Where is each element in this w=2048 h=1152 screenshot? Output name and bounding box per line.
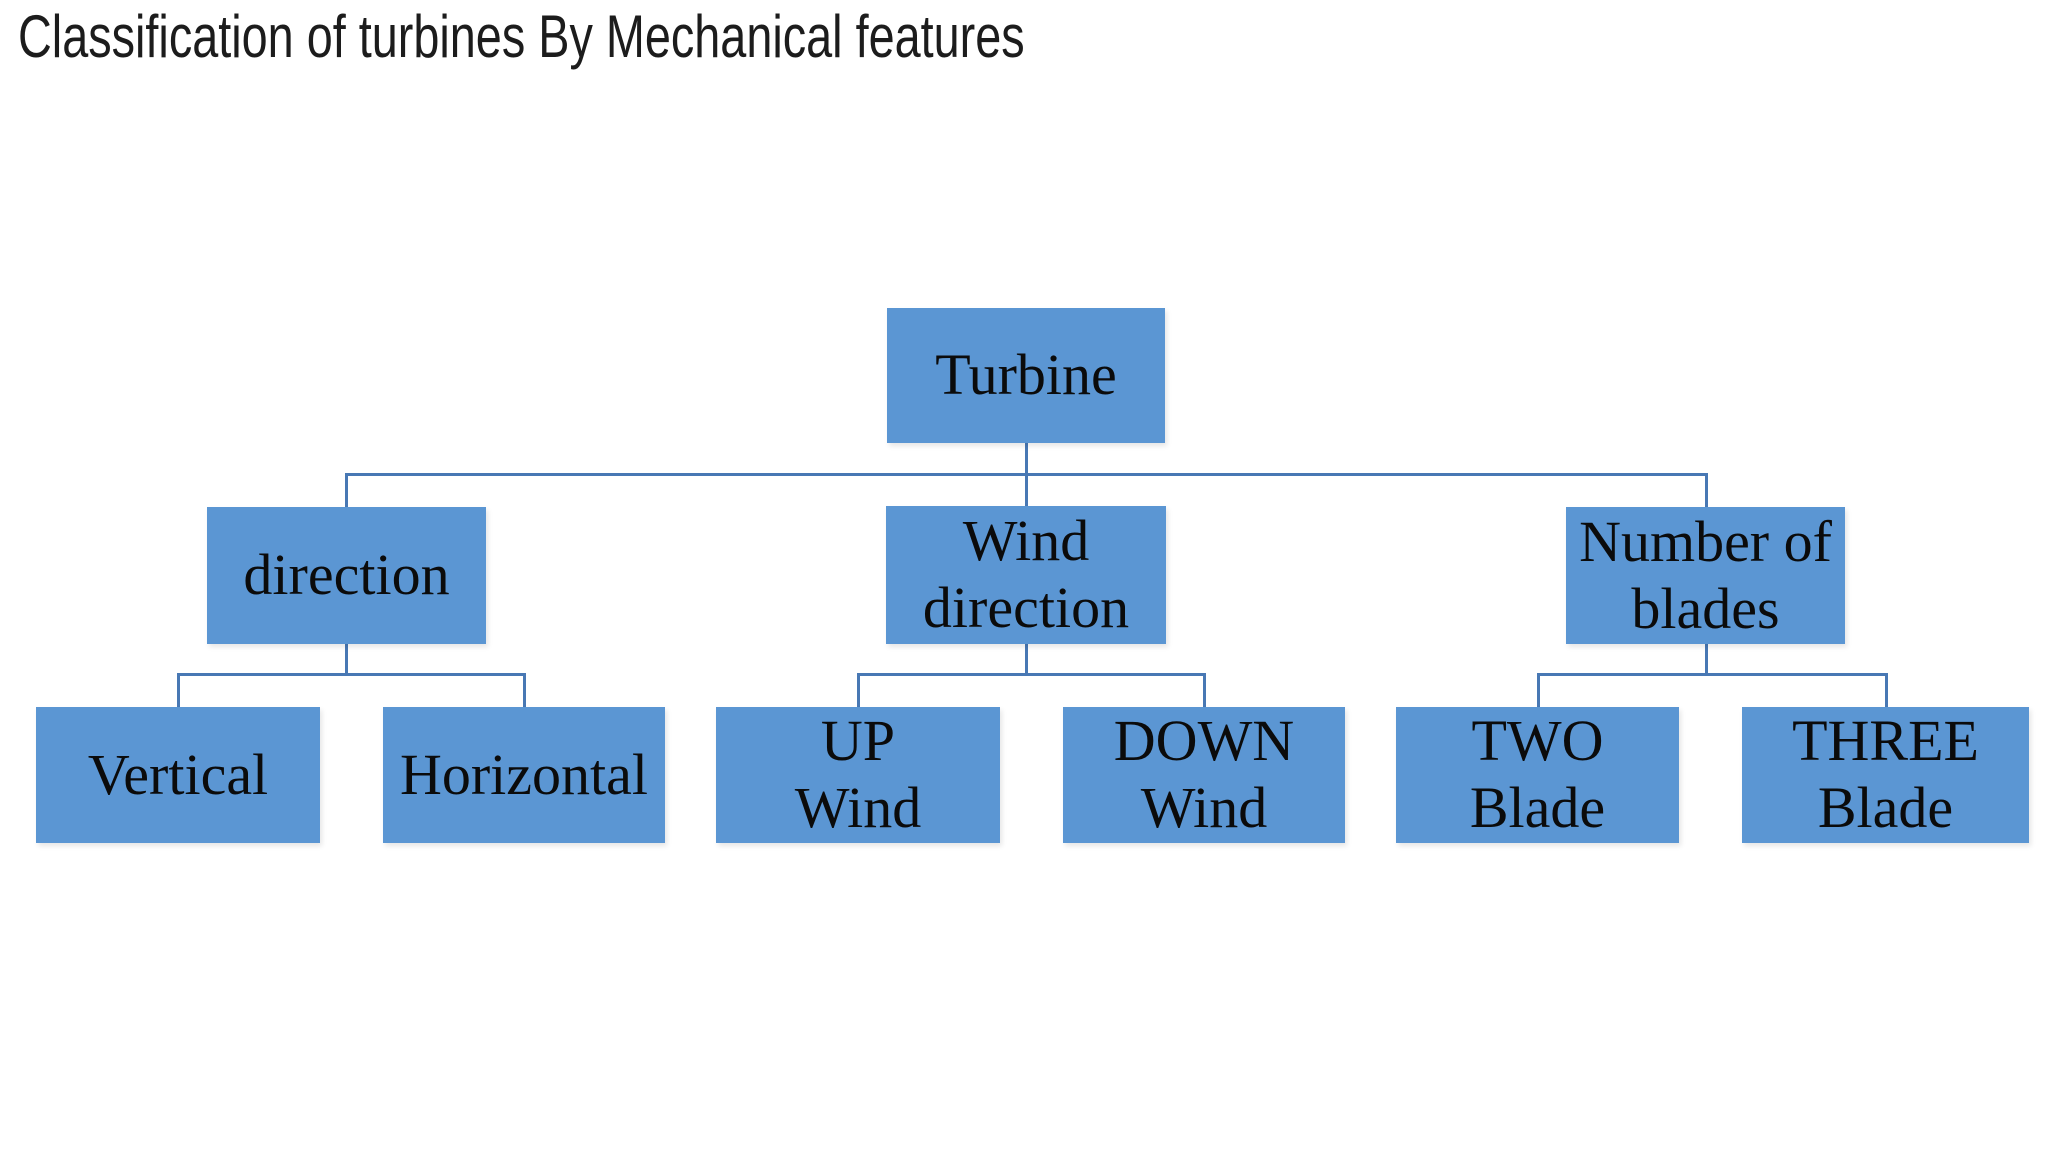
connector-turbine-stem xyxy=(1025,441,1028,475)
node-three-blade: THREE Blade xyxy=(1742,707,2029,843)
page-title: Classification of turbines By Mechanical… xyxy=(18,3,1025,70)
connector-drop-wind-direction xyxy=(1025,473,1028,508)
connector-drop-horizontal xyxy=(523,673,526,709)
node-down-wind: DOWN Wind xyxy=(1063,707,1345,843)
connector-drop-number-of-blades xyxy=(1705,473,1708,508)
node-horizontal: Horizontal xyxy=(383,707,665,843)
connector-number-of-blades-hline xyxy=(1537,673,1888,676)
connector-drop-direction xyxy=(345,473,348,508)
connector-direction-hline xyxy=(177,673,526,676)
connector-drop-down-wind xyxy=(1203,673,1206,709)
node-two-blade: TWO Blade xyxy=(1396,707,1679,843)
connector-drop-three-blade xyxy=(1885,673,1888,709)
node-up-wind: UP Wind xyxy=(716,707,1000,843)
node-vertical: Vertical xyxy=(36,707,320,843)
connector-direction-stem xyxy=(345,643,348,676)
node-turbine: Turbine xyxy=(887,308,1165,443)
node-wind-direction: Wind direction xyxy=(886,506,1166,644)
connector-drop-up-wind xyxy=(857,673,860,709)
connector-number-of-blades-stem xyxy=(1705,643,1708,676)
connector-wind-direction-stem xyxy=(1025,643,1028,676)
node-direction: direction xyxy=(207,507,486,644)
connector-drop-two-blade xyxy=(1537,673,1540,709)
connector-drop-vertical xyxy=(177,673,180,709)
node-number-of-blades: Number of blades xyxy=(1566,507,1845,644)
connector-wind-direction-hline xyxy=(857,673,1206,676)
